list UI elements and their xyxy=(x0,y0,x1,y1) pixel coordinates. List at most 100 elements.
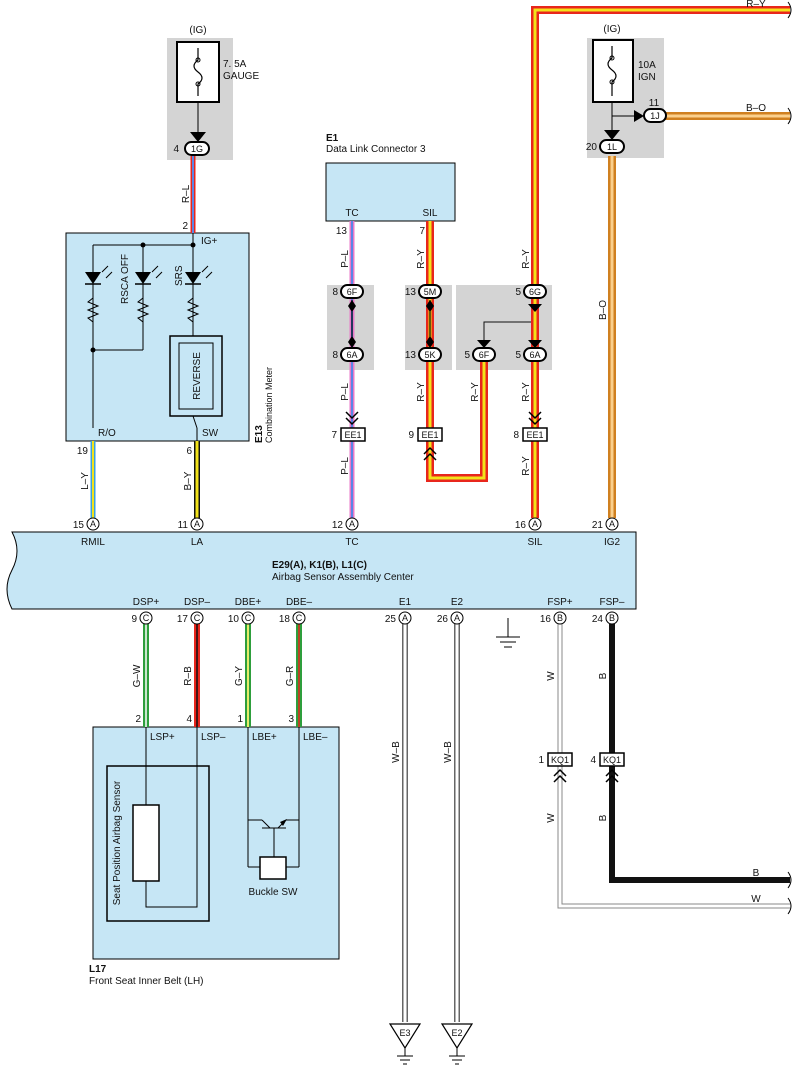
meter-sw-pin: SW xyxy=(202,428,219,439)
belt-pin-num: 2 xyxy=(135,714,141,725)
svg-text:A: A xyxy=(532,519,538,529)
pin-num: 5 xyxy=(515,350,521,361)
kq1-pin-a: 1 xyxy=(538,755,544,766)
dlc3-box xyxy=(325,162,456,222)
ecu-top-pin-num: 21 xyxy=(592,520,604,531)
connector-6f: 6F xyxy=(340,284,364,299)
ecu-pin-circle: C xyxy=(190,611,204,625)
meter-sw-num: 6 xyxy=(186,446,192,457)
meter-ro-num: 19 xyxy=(77,446,89,457)
wire-label: R–Y xyxy=(416,382,427,402)
pin-num: 13 xyxy=(405,287,417,298)
led-icon xyxy=(85,265,113,285)
diamond-icon xyxy=(348,336,356,348)
wire-label: R–Y xyxy=(416,249,427,269)
belt-pin-num: 1 xyxy=(237,714,243,725)
pin-num: 5 xyxy=(464,350,470,361)
meter-id: E13 xyxy=(254,425,265,443)
svg-text:5M: 5M xyxy=(424,287,437,297)
ecu-bottom-pin-name: E1 xyxy=(399,597,412,608)
wire-label: P–L xyxy=(340,250,351,268)
gauge-fuse-icon xyxy=(193,48,203,96)
chevron-icons xyxy=(345,411,619,783)
meter-reverse: REVERSE xyxy=(192,352,203,400)
ground-e3-label: E3 xyxy=(399,1028,410,1038)
ecu-top-pin-name: IG2 xyxy=(604,537,621,548)
ecu-top-pin-name: TC xyxy=(345,537,358,548)
ecu-top-pin-name: LA xyxy=(191,537,204,548)
gauge-arrow-icon xyxy=(190,132,206,142)
ground-e2 xyxy=(440,1023,474,1065)
meter-name: Combination Meter xyxy=(264,367,274,443)
connector-kq1-b: KQ1 xyxy=(599,752,625,767)
ign-tap-pin: 11 xyxy=(649,98,660,109)
svg-text:5K: 5K xyxy=(424,350,435,360)
connector-1j: 1J xyxy=(643,108,667,123)
svg-text:A: A xyxy=(454,613,460,623)
seat-position-sensor-element xyxy=(132,804,160,882)
svg-text:1L: 1L xyxy=(607,142,617,152)
connector-6a: 6A xyxy=(340,347,364,362)
ign-fuse-icon xyxy=(607,46,617,96)
ecu-pin-circle: A xyxy=(190,517,204,531)
kq1-pin-b: 4 xyxy=(590,755,596,766)
connector-ee1-c: EE1 xyxy=(522,427,548,442)
ecu-bottom-pin-num: 10 xyxy=(228,614,240,625)
transistor-arrow-icon xyxy=(280,819,287,826)
svg-text:A: A xyxy=(609,519,615,529)
meter-ig-pin: IG+ xyxy=(201,236,218,247)
connector-1l: 1L xyxy=(599,139,625,154)
wire-label: G–W xyxy=(132,664,143,687)
ecu-bottom-pin-num: 24 xyxy=(592,614,604,625)
connector-ee1-b: EE1 xyxy=(417,427,443,442)
ign-arrow-icon xyxy=(604,130,620,140)
ecu-bottom-pin-num: 9 xyxy=(131,614,137,625)
connector-5k: 5K xyxy=(418,347,442,362)
ecu-bottom-pin-num: 17 xyxy=(177,614,189,625)
wire-label: R–L xyxy=(181,184,192,203)
led-icon xyxy=(135,265,163,285)
connector-kq1-a: KQ1 xyxy=(547,752,573,767)
ecu-pin-circle: B xyxy=(553,611,567,625)
ecu-name: Airbag Sensor Assembly Center xyxy=(272,572,414,583)
dlc-sil-num: 7 xyxy=(419,226,425,237)
wire-label: B xyxy=(598,672,609,679)
belt-pin-name: LBE– xyxy=(303,732,328,743)
dlc-sil: SIL xyxy=(422,208,437,219)
wire-label: R–Y xyxy=(521,382,532,402)
belt-pin-name: LSP– xyxy=(201,732,226,743)
svg-text:B: B xyxy=(609,613,615,623)
dlc-id: E1 xyxy=(326,133,339,144)
ecu-bottom-pin-name: FSP+ xyxy=(547,597,572,608)
buckle-switch xyxy=(259,856,287,880)
ground-e2-label: E2 xyxy=(451,1028,462,1038)
svg-text:1G: 1G xyxy=(191,144,203,154)
combination-meter-box xyxy=(65,232,250,442)
arrow-icon xyxy=(477,340,491,348)
seat-position-sensor-outer xyxy=(106,765,210,922)
svg-text:6G: 6G xyxy=(529,287,541,297)
wire-label: W xyxy=(546,671,557,681)
connector-1g: 1G xyxy=(184,141,210,156)
gauge-rating: 7. 5A xyxy=(223,59,247,70)
dlc-name: Data Link Connector 3 xyxy=(326,144,426,155)
belt-internal-wires xyxy=(145,727,300,908)
pin-num: 8 xyxy=(332,287,338,298)
connector-6a-2: 6A xyxy=(523,347,547,362)
svg-text:C: C xyxy=(245,613,252,623)
gauge-pin: 4 xyxy=(173,144,179,155)
pin-num: 13 xyxy=(405,350,417,361)
meter-lamp-srs: SRS xyxy=(174,265,185,286)
svg-text:A: A xyxy=(349,519,355,529)
svg-text:EE1: EE1 xyxy=(526,430,543,440)
ecu-bottom-pin-num: 18 xyxy=(279,614,291,625)
reverse-switch-outer xyxy=(169,335,223,417)
svg-text:6F: 6F xyxy=(347,287,358,297)
wire-label: R–Y xyxy=(470,382,481,402)
ign-supply: (IG) xyxy=(603,24,620,35)
svg-text:B: B xyxy=(557,613,563,623)
arrow-icon xyxy=(528,340,542,348)
svg-text:C: C xyxy=(194,613,201,623)
ign-pin: 20 xyxy=(586,142,598,153)
gauge-name: GAUGE xyxy=(223,71,259,82)
